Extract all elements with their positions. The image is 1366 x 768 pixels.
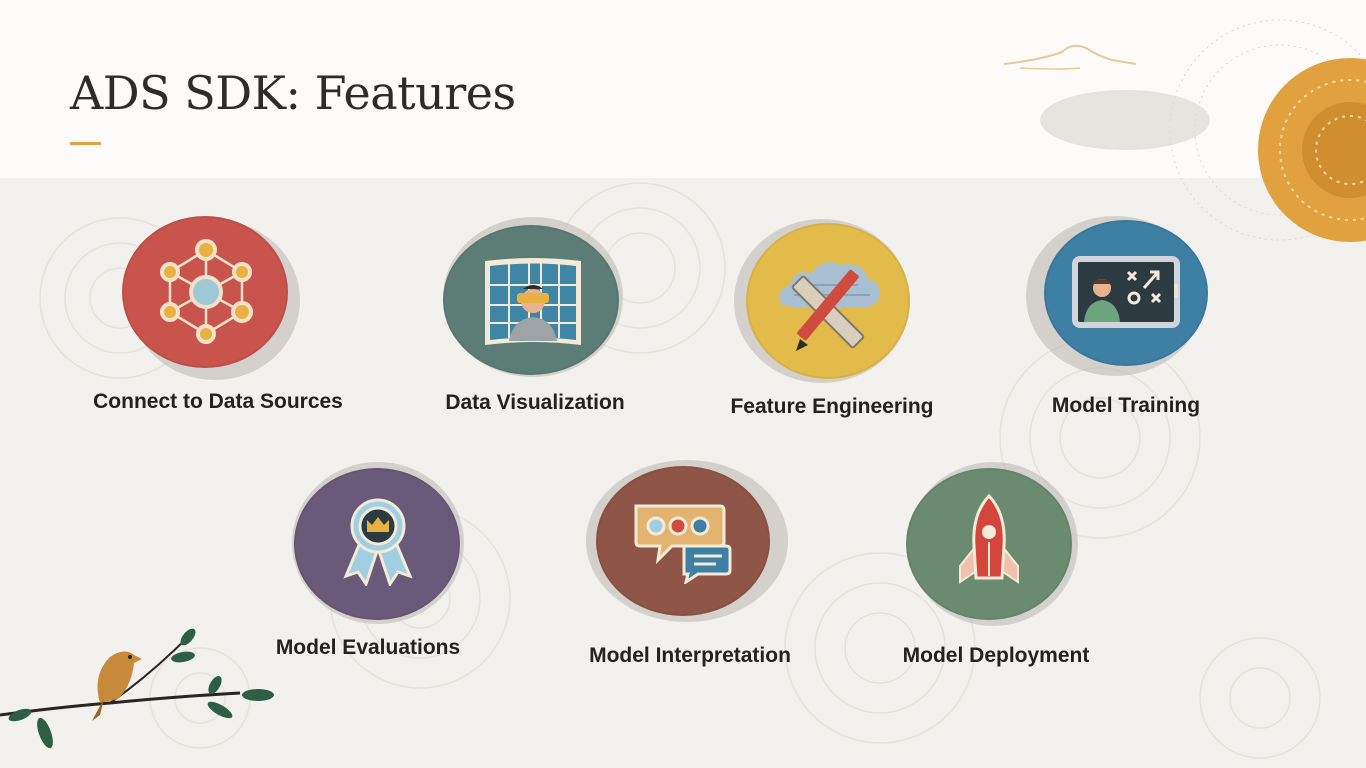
sun-decoration [1040,19,1366,242]
feature-engineering: Feature Engineering [682,215,982,455]
feature-model-deployment: Model Deployment [846,460,1146,700]
title-underline [70,142,101,145]
whiteboard-coach-icon [1072,256,1180,328]
award-ribbon-icon [343,498,413,586]
feature-model-evaluations: Model Evaluations [218,462,518,702]
feature-model-interpretation: Model Interpretation [540,460,840,700]
cloud-decoration [1003,44,1137,70]
vr-screens-icon [485,258,581,345]
feature-label: Data Visualization [445,391,625,414]
feature-label: Feature Engineering [730,395,934,418]
feature-label: Model Interpretation [589,644,791,667]
network-nodes-icon [160,239,253,344]
feature-label: Connect to Data Sources [93,390,343,413]
feature-connect-data-sources: Connect to Data Sources [68,210,368,450]
feature-label: Model Training [1051,394,1201,417]
chat-bubbles-icon [634,504,732,584]
slide-header: ADS SDK: Features [0,0,1366,178]
cloud-ruler-pencil-icon [779,262,880,351]
feature-model-training: Model Training [976,214,1276,454]
feature-label: Model Deployment [902,644,1090,667]
feature-label: Model Evaluations [275,636,461,659]
rocket-icon [959,494,1019,584]
feature-data-visualization: Data Visualization [385,215,685,455]
bird-on-branch-illustration [0,628,274,749]
slide-title: ADS SDK: Features [70,66,516,120]
